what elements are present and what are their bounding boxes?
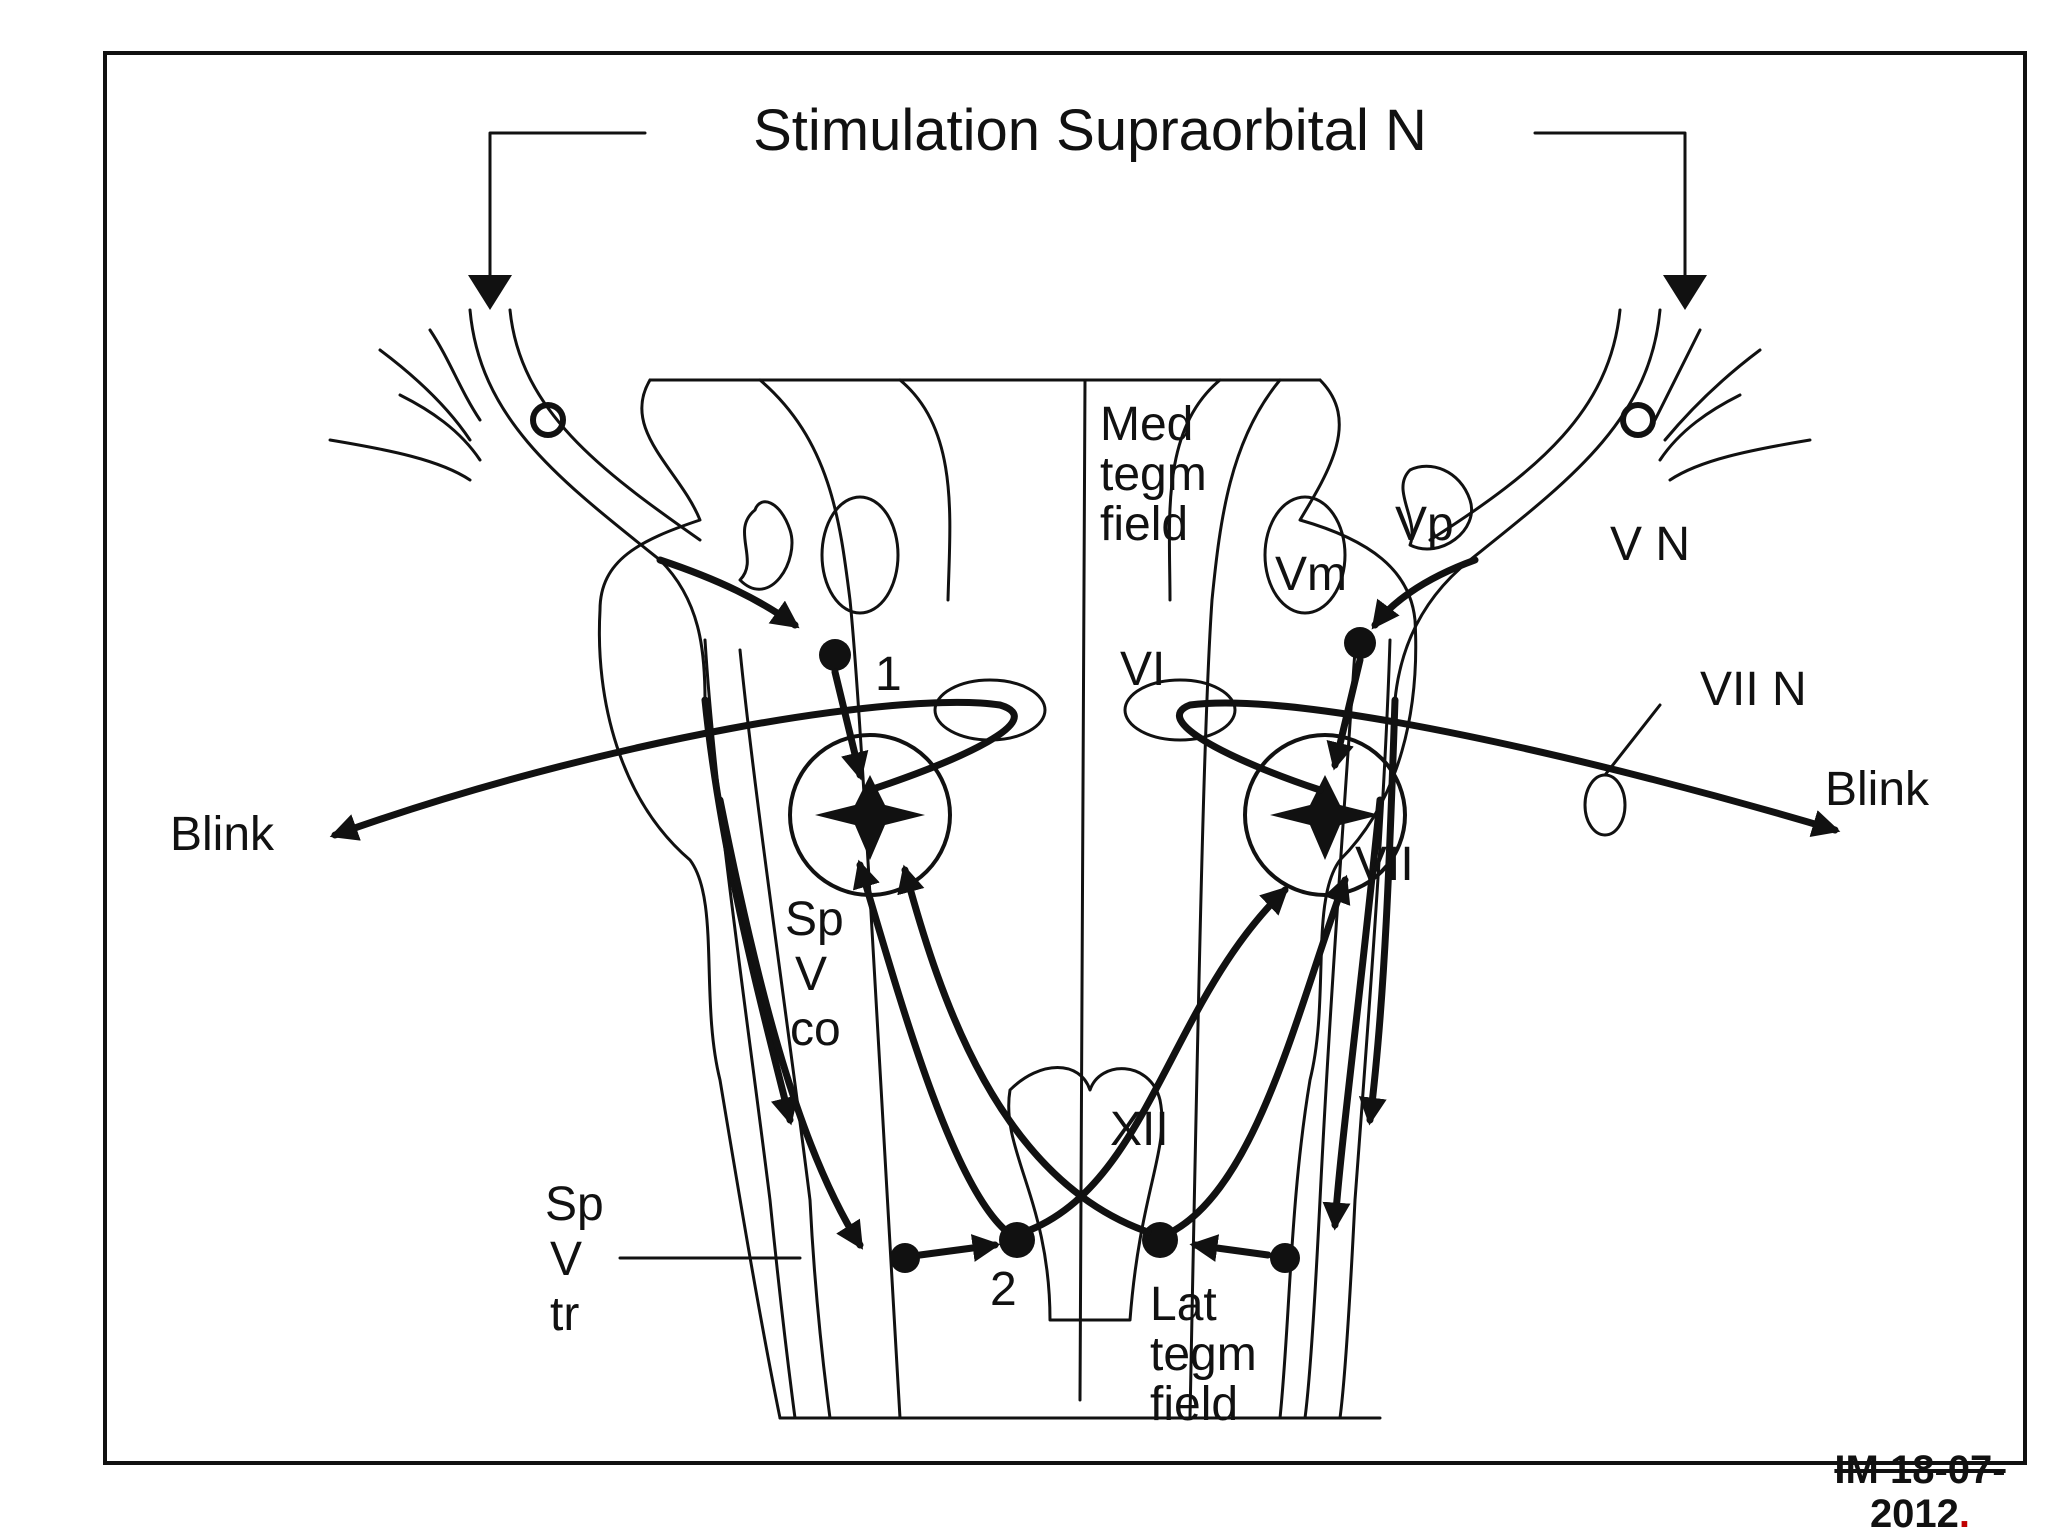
xii-label: XII	[1110, 1103, 1169, 1156]
footer-line-2: 2012	[1869, 1492, 1959, 1536]
med-tegm-label-3: field	[1100, 498, 1188, 551]
vi-label: VI	[1120, 643, 1165, 696]
diagram-frame	[103, 51, 2027, 1465]
vm-nucleus-right	[1263, 495, 1347, 615]
vp-nucleus-right	[1401, 464, 1474, 551]
motor-neuron-left	[815, 775, 925, 860]
viin-pointer	[1603, 703, 1662, 777]
footer-date: IM 18-07- 2012.	[1820, 1448, 2020, 1536]
vn-label: V N	[1610, 518, 1690, 571]
med-tegm-label-2: tegm	[1100, 448, 1207, 501]
interneuron-right-dot	[1270, 1243, 1300, 1273]
blink-right-label: Blink	[1825, 763, 1930, 816]
node-1-label: 1	[875, 648, 902, 701]
lat-tegm-label-3: field	[1150, 1378, 1238, 1431]
reflex-pathways	[329, 556, 1841, 1262]
xii-nucleus	[1007, 1066, 1164, 1322]
viin-label: VII N	[1700, 663, 1807, 716]
vm-label: Vm	[1275, 548, 1347, 601]
med-tegm-label-1: Med	[1100, 398, 1193, 451]
interneuron-left-dot	[890, 1243, 920, 1273]
footer-line-2-wrap: 2012.	[1820, 1492, 2020, 1536]
diagram-title: Stimulation Supraorbital N	[753, 98, 1427, 163]
vp-label: Vp	[1395, 498, 1454, 551]
sp-v-tr-label-3: tr	[550, 1288, 579, 1341]
viin-root	[1583, 773, 1627, 837]
sp-v-co-label-3: co	[790, 1003, 841, 1056]
motor-neuron-right	[1270, 775, 1380, 860]
ganglion-right	[1620, 402, 1656, 438]
footer-line-1: IM 18-07-	[1834, 1448, 2006, 1492]
vm-output-dot	[1344, 627, 1376, 659]
blink-left-label: Blink	[170, 808, 275, 861]
node-1-dot	[819, 639, 851, 671]
vi-nucleus-left	[933, 678, 1047, 742]
vp-nucleus-left	[738, 500, 794, 591]
lat-tegm-label-2: tegm	[1150, 1328, 1257, 1381]
ganglion-left	[530, 402, 566, 438]
lat-tegm-label-1: Lat	[1150, 1278, 1217, 1331]
sp-v-tr-label-2: V	[550, 1233, 582, 1286]
vii-label: VII	[1355, 838, 1414, 891]
node-2-label: 2	[990, 1263, 1017, 1316]
sp-v-co-label-1: Sp	[785, 893, 844, 946]
lat-tegm-dot	[1142, 1222, 1178, 1258]
sp-v-tr-label-1: Sp	[545, 1178, 604, 1231]
vm-nucleus-left	[820, 495, 900, 615]
stimulation-bracket	[468, 131, 1707, 310]
vi-nucleus-right	[1123, 678, 1237, 742]
footer-dot: .	[1958, 1492, 1971, 1536]
nerve-bundles	[328, 308, 1812, 702]
sp-v-co-label-2: V	[795, 948, 827, 1001]
